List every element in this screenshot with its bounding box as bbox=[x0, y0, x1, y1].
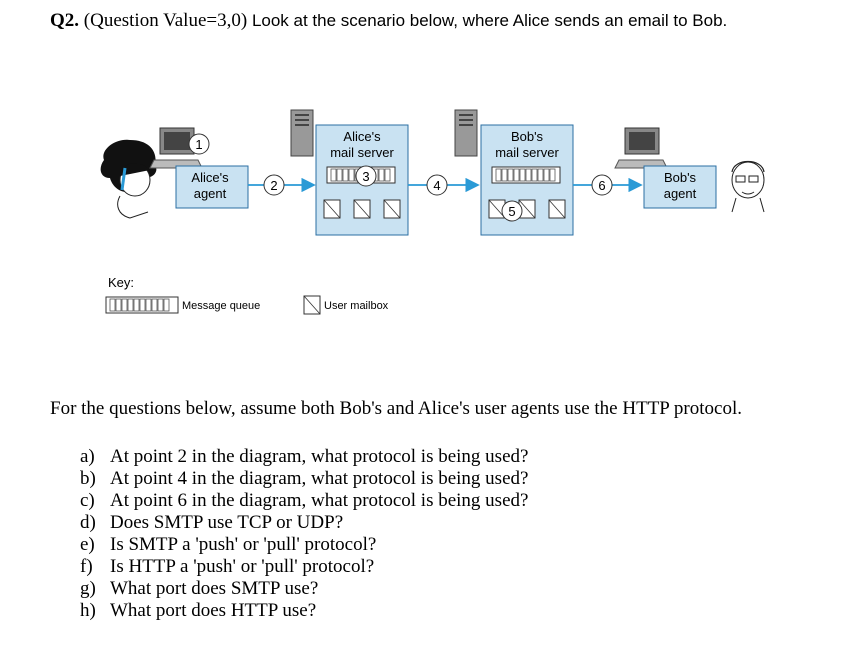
point-5-marker bbox=[501, 200, 523, 222]
alice-agent-label-1: Alice's bbox=[191, 170, 229, 185]
list-item: g)What port does SMTP use? bbox=[80, 578, 319, 599]
point-1-label: 1 bbox=[195, 137, 202, 152]
point-2-label: 2 bbox=[270, 178, 277, 193]
point-3-label: 3 bbox=[362, 169, 369, 184]
key-title: Key: bbox=[108, 275, 134, 290]
question-prompt: Look at the scenario below, where Alice … bbox=[251, 11, 728, 30]
bob-agent-label-2: agent bbox=[664, 186, 697, 201]
point-3-marker bbox=[355, 165, 377, 187]
key-queue-label: Message queue bbox=[182, 300, 260, 312]
point-1-marker bbox=[188, 133, 210, 155]
alice-agent-label-2: agent bbox=[194, 186, 227, 201]
point-4-marker bbox=[426, 174, 448, 196]
list-item: f)Is HTTP a 'push' or 'pull' protocol? bbox=[80, 556, 375, 577]
point-2-marker bbox=[263, 174, 285, 196]
alice-user-mailboxes bbox=[323, 199, 401, 219]
question-number: Q2. bbox=[50, 10, 80, 31]
bob-agent-label-1: Bob's bbox=[664, 170, 697, 185]
alice-server-icon bbox=[290, 109, 314, 157]
bob-server-icon bbox=[454, 109, 478, 157]
key-user-mailbox-icon bbox=[303, 295, 321, 315]
point-6-marker bbox=[591, 174, 613, 196]
email-diagram: 1 Alice's agent 2 Alice's mail server 3 … bbox=[100, 109, 765, 315]
alice-computer-icon bbox=[149, 127, 203, 169]
list-item: e)Is SMTP a 'push' or 'pull' protocol? bbox=[80, 534, 377, 555]
bob-computer-icon bbox=[614, 127, 668, 169]
point-6-label: 6 bbox=[598, 178, 605, 193]
bob-message-queue bbox=[491, 166, 561, 184]
alice-server-label-1: Alice's bbox=[343, 129, 381, 144]
point-5-label: 5 bbox=[508, 204, 515, 219]
bob-server-label-2: mail server bbox=[495, 145, 559, 160]
question-title: Q2. (Question Value=3,0) Look at the sce… bbox=[50, 10, 727, 32]
list-item: d)Does SMTP use TCP or UDP? bbox=[80, 512, 344, 533]
alice-server-label-2: mail server bbox=[330, 145, 394, 160]
list-item: c)At point 6 in the diagram, what protoc… bbox=[80, 490, 529, 511]
list-item: a)At point 2 in the diagram, what protoc… bbox=[80, 446, 529, 467]
alice-agent-box bbox=[175, 165, 249, 209]
question-value: (Question Value=3,0) bbox=[83, 10, 248, 31]
intro-text: For the questions below, assume both Bob… bbox=[50, 398, 742, 419]
list-item: h)What port does HTTP use? bbox=[80, 600, 317, 621]
key-mailbox-label: User mailbox bbox=[324, 300, 389, 312]
bob-user-mailboxes bbox=[488, 199, 566, 219]
bob-server-label-1: Bob's bbox=[511, 129, 544, 144]
bob-agent-box bbox=[643, 165, 717, 209]
key-message-queue-icon bbox=[105, 296, 179, 314]
list-item: b)At point 4 in the diagram, what protoc… bbox=[80, 468, 529, 489]
alice-person-icon bbox=[100, 139, 157, 219]
point-4-label: 4 bbox=[433, 178, 440, 193]
bob-person-icon bbox=[731, 160, 765, 213]
question-list: a)At point 2 in the diagram, what protoc… bbox=[80, 446, 528, 622]
